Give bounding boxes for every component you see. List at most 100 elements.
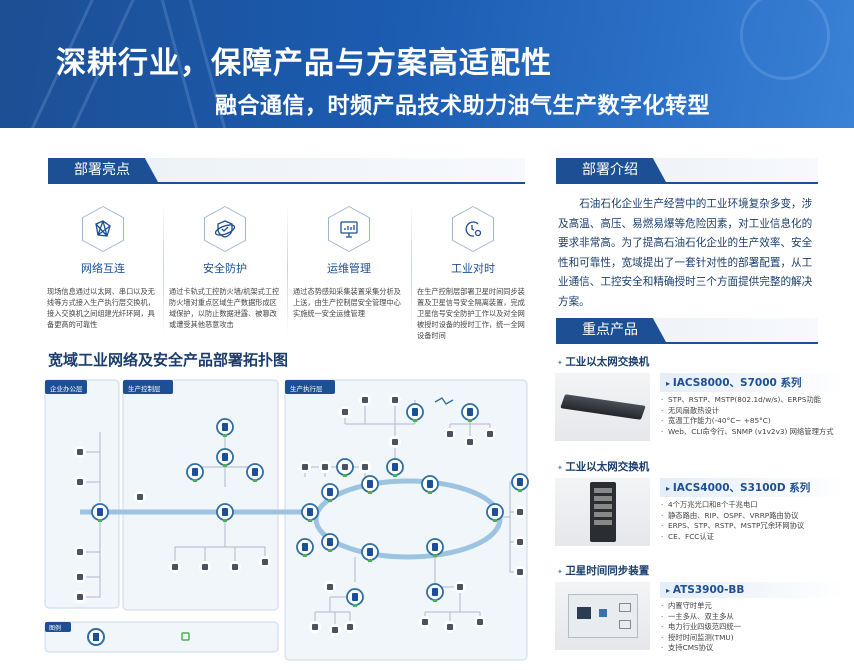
zone-label-execution: 生产执行层 <box>290 384 323 393</box>
divider <box>411 205 412 335</box>
switch-node-icon <box>361 475 379 494</box>
switch-node-icon <box>511 473 529 492</box>
product-feature: 一主多从、双主多从 <box>660 612 845 623</box>
product-category: 卫星时间同步装置 <box>557 563 649 578</box>
switch-node-icon <box>321 533 339 552</box>
product-name: IACS8000、S7000 系列 <box>660 373 845 392</box>
zone-label-control: 生产控制层 <box>128 384 161 393</box>
field-device-icon <box>134 491 146 503</box>
field-device-icon <box>389 436 401 448</box>
intro-text: 石油石化企业生产经营中的工业环境复杂多变，涉及高温、高压、易燃易爆等危险因素，对… <box>558 198 813 308</box>
divider <box>163 205 164 335</box>
switch-node-icon <box>461 403 479 422</box>
field-device-icon <box>324 581 336 593</box>
product-feature: 支持CMS协议 <box>660 643 845 654</box>
legend-box <box>44 621 279 653</box>
intro-header: 部署介绍 <box>556 158 818 184</box>
feature-ops: 运维管理 通过态势感知采集装置采集分析及上送，由生产控制层安全管理中心实施统一安… <box>289 200 409 319</box>
product-feature: CE、FCC认证 <box>660 532 845 543</box>
field-device-icon <box>389 394 401 406</box>
topology-diagram: 企业办公层 生产控制层 生产执行层 图例 <box>44 379 529 661</box>
field-device-icon <box>339 406 351 418</box>
switch-node-icon <box>426 538 444 557</box>
page-title: 深耕行业，保障产品与方案高适配性 <box>56 46 552 81</box>
product-card: IACS8000、S7000 系列 STP、RSTP、MSTP(802.1d/w… <box>660 373 845 437</box>
zone-label-office: 企业办公层 <box>50 384 83 393</box>
field-device-icon <box>344 621 356 633</box>
switch-node-icon <box>216 503 234 522</box>
feature-desc: 在生产控制层部署卫星时间同步装置及卫星信号安全隔离装置，完成卫星信号安全防护工作… <box>417 287 525 340</box>
page-subtitle: 融合通信，时频产品技术助力油气生产数字化转型 <box>215 94 711 119</box>
field-device-icon <box>444 621 456 633</box>
field-device-icon <box>444 428 456 440</box>
field-device-icon <box>339 461 351 473</box>
switch-node-icon <box>216 448 234 467</box>
product-feature: ERPS、STP、RSTP、MSTP冗余环网协议 <box>660 521 845 532</box>
field-device-icon <box>309 621 321 633</box>
field-device-icon <box>359 461 371 473</box>
zone-execution <box>284 379 528 661</box>
switch-node-icon <box>301 503 319 522</box>
clock-gear-icon <box>465 221 482 237</box>
circuit-graphic <box>740 0 830 80</box>
field-device-icon <box>169 561 181 573</box>
field-device-icon <box>74 446 86 458</box>
field-device-icon <box>514 506 526 518</box>
switch-node-icon <box>246 463 264 482</box>
network-mesh-icon <box>95 220 111 237</box>
feature-label: 运维管理 <box>327 262 371 275</box>
field-device-icon <box>74 571 86 583</box>
product-feature: 无风扇散热设计 <box>660 406 845 417</box>
divider <box>287 205 288 335</box>
highlights-heading: 部署亮点 <box>48 158 158 182</box>
field-device-icon <box>359 394 371 406</box>
field-device-icon <box>74 546 86 558</box>
switch-node-icon <box>321 483 339 502</box>
feature-label: 工业对时 <box>451 262 495 275</box>
products-heading: 重点产品 <box>556 318 666 342</box>
field-device-icon <box>74 591 86 603</box>
product-feature: 宽温工作能力(-40°C~ +85°C) <box>660 416 845 427</box>
product-feature: 授时时间监测(TMU) <box>660 633 845 644</box>
product-card: ATS3900-BB 内置守时单元 一主多从、双主多从 电力行业四级范四统一 授… <box>660 582 845 654</box>
field-device-icon <box>484 428 496 440</box>
product-image-rack-switch <box>555 373 650 441</box>
feature-security: 安全防护 通过卡轨式工控防火墙/机架式工控防火墙对重点区域生产数据形成区域保护，… <box>165 200 285 330</box>
field-device-icon <box>514 566 526 578</box>
switch-node-icon <box>426 583 444 602</box>
switch-node-icon <box>296 538 314 557</box>
switch-node-icon <box>346 588 364 607</box>
product-category: 工业以太网交换机 <box>557 459 649 474</box>
product-feature: 4个万兆光口和8个千兆电口 <box>660 500 845 511</box>
field-device-icon <box>474 616 486 628</box>
field-device-icon <box>229 561 241 573</box>
field-device-icon <box>419 616 431 628</box>
field-device-icon <box>259 556 271 568</box>
field-device-icon <box>199 561 211 573</box>
product-feature: Web、CLI命令行、SNMP (v1v2v3) 网络管理方式 <box>660 427 845 438</box>
feature-desc: 通过态势感知采集装置采集分析及上送，由生产控制层安全管理中心实施统一安全运维管理 <box>293 287 401 318</box>
switch-node-icon <box>406 403 424 422</box>
switch-node-icon <box>421 475 439 494</box>
product-feature: 静态路由、RIP、OSPF、VRRP路由协议 <box>660 511 845 522</box>
products-header: 重点产品 <box>556 318 818 344</box>
feature-label: 网络互连 <box>81 262 125 275</box>
field-device-icon <box>464 436 476 448</box>
switch-node-icon <box>216 418 234 437</box>
field-device-icon <box>514 536 526 548</box>
product-feature: 电力行业四级范四统一 <box>660 622 845 633</box>
switch-node-icon <box>186 463 204 482</box>
topology-title: 宽域工业网络及安全产品部署拓扑图 <box>48 351 289 369</box>
shield-check-icon <box>214 220 236 238</box>
feature-network: 网络互连 现场信息通过以太网、串口以及无线等方式接入生产执行层交换机，接入交换机… <box>43 200 163 330</box>
field-device-icon <box>74 476 86 488</box>
field-device-icon <box>319 461 331 473</box>
zone-control <box>122 379 279 611</box>
product-image-time-sync <box>555 582 650 650</box>
switch-node-icon <box>486 503 504 522</box>
switch-node-icon <box>386 458 404 477</box>
highlights-header: 部署亮点 <box>48 158 525 184</box>
product-name: IACS4000、S3100D 系列 <box>660 478 845 497</box>
product-feature: 内置守时单元 <box>660 601 845 612</box>
feature-timing: 工业对时 在生产控制层部署卫星时间同步装置及卫星信号安全隔离装置，完成卫星信号安… <box>413 200 533 341</box>
